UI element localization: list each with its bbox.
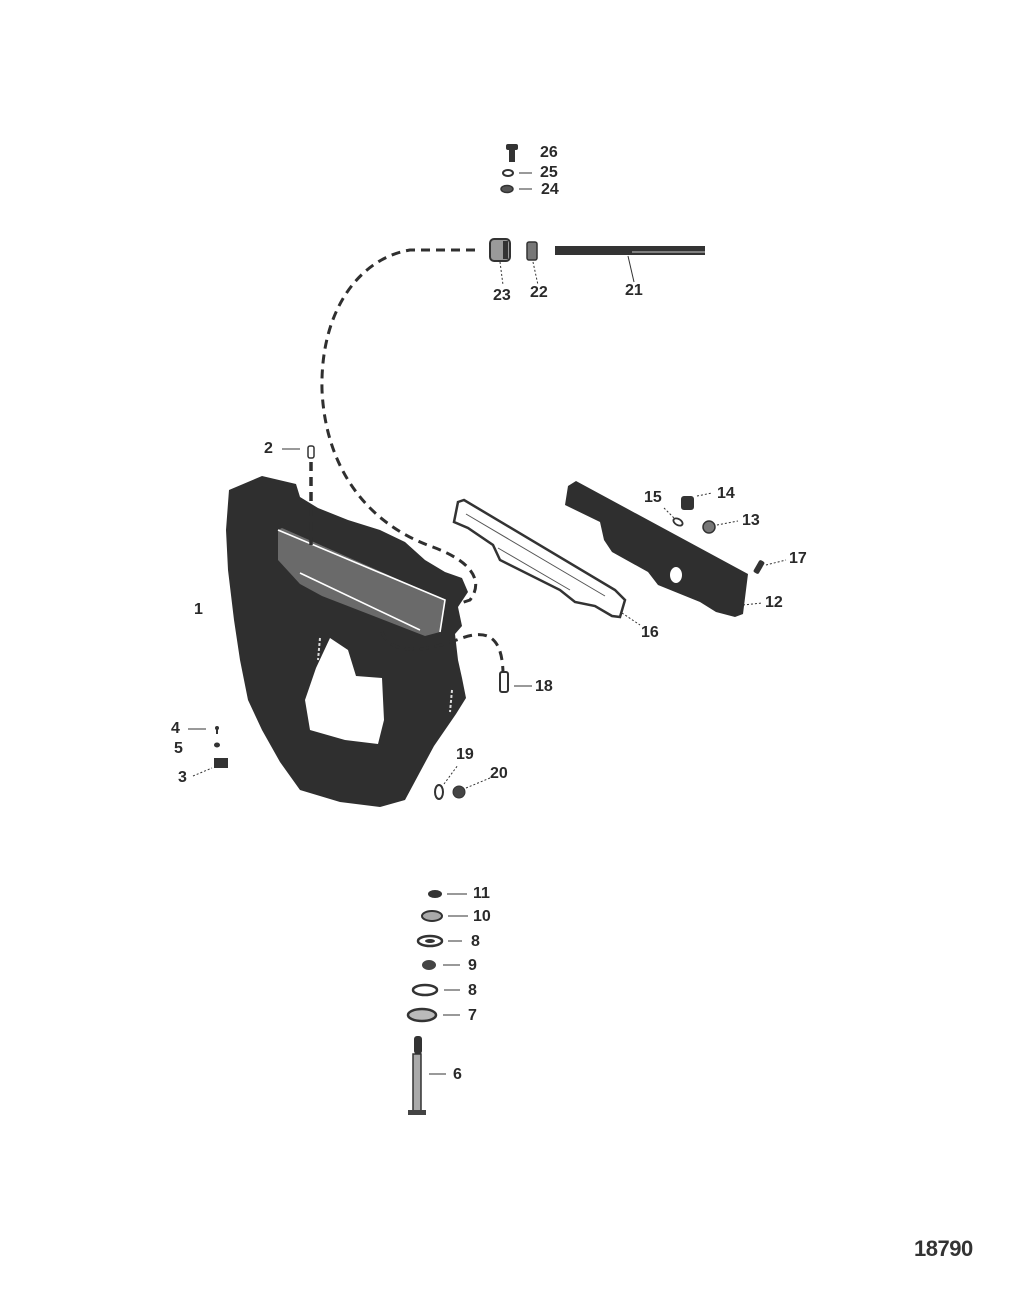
callout-16: 16 [641,624,659,641]
callout-8-lower: 8 [468,982,477,999]
callout-11: 11 [473,885,490,902]
callout-19: 19 [456,746,474,763]
housing-part-1 [226,476,468,807]
bolt-stack [406,890,468,1115]
callout-1: 1 [194,601,203,618]
callout-6: 6 [453,1066,462,1083]
gasket-part-16 [452,498,641,626]
callout-12: 12 [765,594,783,611]
callout-26: 26 [540,144,558,161]
callout-10: 10 [473,908,491,925]
callout-21: 21 [625,282,643,299]
callout-5: 5 [174,740,183,757]
cover-part-12 [565,481,763,617]
callout-23: 23 [493,287,511,304]
callout-20: 20 [490,765,508,782]
callout-25: 25 [540,164,558,181]
callout-9: 9 [468,957,477,974]
small-parts-left [188,726,228,777]
callout-3: 3 [178,769,187,786]
callout-14: 14 [717,485,735,502]
fitting-part-18 [499,671,532,693]
cover-fasteners [663,492,787,574]
small-parts-bottom [434,764,491,800]
callout-7: 7 [468,1007,477,1024]
callout-4: 4 [171,720,180,737]
fasteners-top [500,144,532,194]
callout-17: 17 [789,550,807,567]
assembly-lines [309,248,505,673]
pin-part-2 [282,445,315,459]
callout-24: 24 [541,181,559,198]
callout-15: 15 [644,489,662,506]
callout-18: 18 [535,678,553,695]
figure-number: 18790 [914,1236,973,1261]
callout-22: 22 [530,284,548,301]
callout-8-upper: 8 [471,933,480,950]
callout-2: 2 [264,440,273,457]
stud-assembly [489,238,705,286]
callout-13: 13 [742,512,760,529]
